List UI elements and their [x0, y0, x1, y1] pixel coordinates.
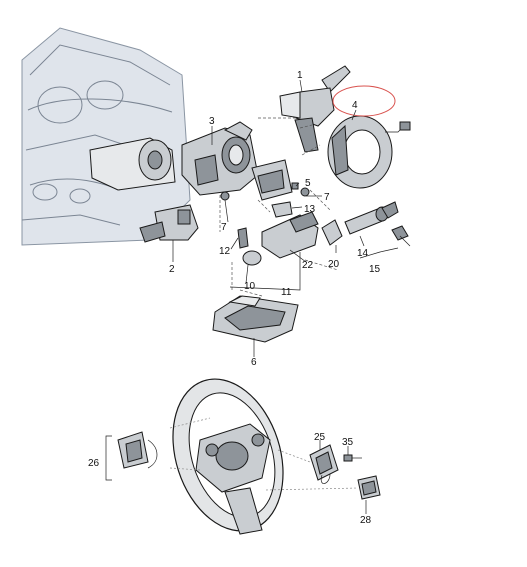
- label-part-35: 35: [342, 437, 354, 448]
- dashboard-background: [21, 27, 191, 246]
- part-35-screw: [343, 454, 362, 462]
- part-6-control-unit: [212, 295, 299, 343]
- part-control-module: [251, 159, 293, 201]
- part-14-lock-cylinder: [344, 206, 389, 235]
- label-part-13: 13: [304, 204, 316, 215]
- part-1-wiper-stalk: [279, 65, 351, 153]
- part-7-nut-left: [220, 191, 230, 201]
- label-part-2: 2: [169, 264, 175, 275]
- part-20-cover: [321, 219, 343, 246]
- part-5-screw: [291, 182, 299, 190]
- label-part-10: 10: [244, 281, 256, 292]
- part-4-clock-spring: [327, 85, 411, 189]
- part-labels: 1 3 4 2 5 7 7 12 10 11 13 20 22 14 15 6 …: [88, 70, 381, 526]
- label-part-20: 20: [328, 259, 340, 270]
- label-part-1: 1: [297, 70, 303, 81]
- steering-column-stub: [89, 137, 176, 191]
- part-13-bracket: [271, 201, 293, 218]
- part-2-turn-signal-switch: [139, 204, 199, 243]
- label-part-28: 28: [360, 515, 372, 526]
- part-22-lock-housing: [261, 211, 319, 259]
- part-7-nut-right: [300, 187, 310, 197]
- part-12-pin: [237, 227, 249, 249]
- part-15-keys: [381, 201, 411, 247]
- label-part-11: 11: [281, 287, 292, 298]
- label-part-3: 3: [209, 116, 215, 127]
- label-part-7-left: 7: [221, 222, 227, 233]
- highlight-ellipse: [332, 85, 396, 117]
- label-part-4: 4: [352, 100, 358, 111]
- label-part-26: 26: [88, 458, 100, 469]
- assembly-lines: [169, 117, 359, 491]
- steering-wheel: [172, 378, 284, 535]
- label-part-12: 12: [219, 246, 231, 257]
- part-3-switch-housing: [181, 121, 259, 196]
- leader-lines: [105, 79, 399, 514]
- part-28-module: [357, 475, 381, 500]
- label-part-25: 25: [314, 432, 326, 443]
- part-25-wheel-button-right: [309, 444, 339, 484]
- label-part-7-right: 7: [324, 192, 330, 203]
- label-part-5: 5: [305, 178, 311, 189]
- label-part-6: 6: [251, 357, 257, 368]
- label-part-22: 22: [302, 260, 314, 271]
- part-26-wheel-button-left: [117, 431, 158, 469]
- label-part-14: 14: [357, 248, 369, 259]
- label-part-15: 15: [369, 264, 381, 275]
- part-10-sensor: [242, 250, 262, 266]
